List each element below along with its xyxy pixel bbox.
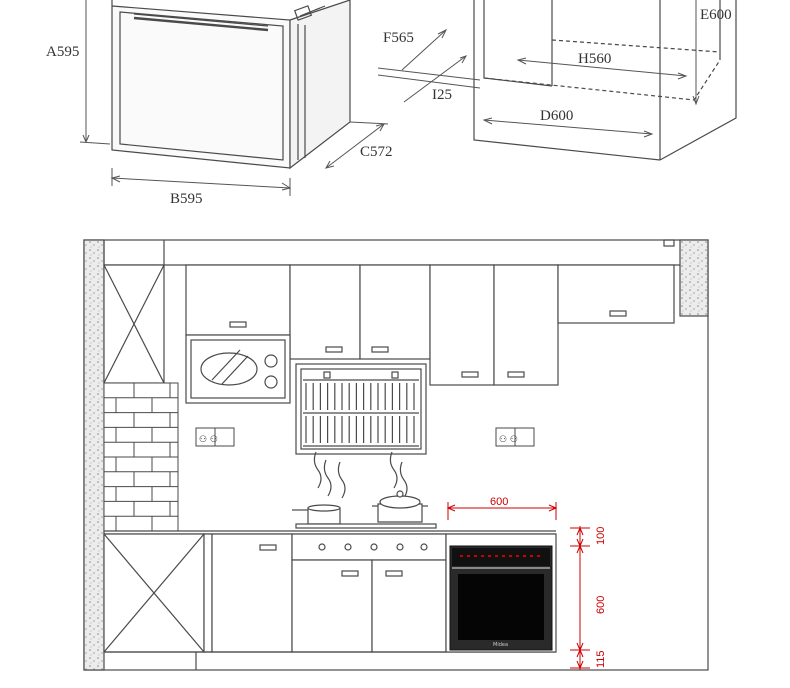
oven-isometric-drawing: [111, 0, 351, 170]
cutout-front-width-label: F565: [383, 30, 414, 46]
range-hood: [295, 363, 427, 455]
upper-cabinets: [185, 264, 675, 386]
brick-wall: [103, 382, 179, 532]
oven-width-dimension: 600: [490, 496, 508, 508]
top-clearance-dimension: 100: [595, 527, 607, 545]
oven-height-label: A595: [46, 44, 79, 60]
cutout-inner-width-label: H560: [578, 51, 611, 67]
svg-text:⚇ ⚇: ⚇ ⚇: [199, 435, 218, 445]
oven-brand-label: Midea: [493, 642, 508, 648]
oven-depth-label: C572: [360, 144, 393, 160]
cutout-gap-label: I25: [432, 87, 452, 103]
kitchen-dimensions: [446, 502, 590, 670]
cutout-depth-label: D600: [540, 108, 573, 124]
base-cabinets: [103, 530, 556, 670]
oven-height-dimension: 600: [595, 596, 607, 614]
cooking-pots: [292, 451, 437, 529]
cutout-isometric-drawing: [473, 0, 737, 161]
bottom-clearance-dimension: 115: [595, 650, 607, 668]
power-outlets: ⚇ ⚇ ⚇ ⚇: [195, 427, 535, 447]
cutout-dimension-lines: [377, 0, 700, 138]
built-in-oven: Midea: [445, 533, 557, 653]
cutout-height-label: E600: [700, 7, 732, 23]
microwave: [185, 334, 291, 404]
svg-text:⚇ ⚇: ⚇ ⚇: [499, 435, 518, 445]
oven-dimension-lines: [79, 0, 389, 196]
oven-width-label: B595: [170, 191, 203, 207]
